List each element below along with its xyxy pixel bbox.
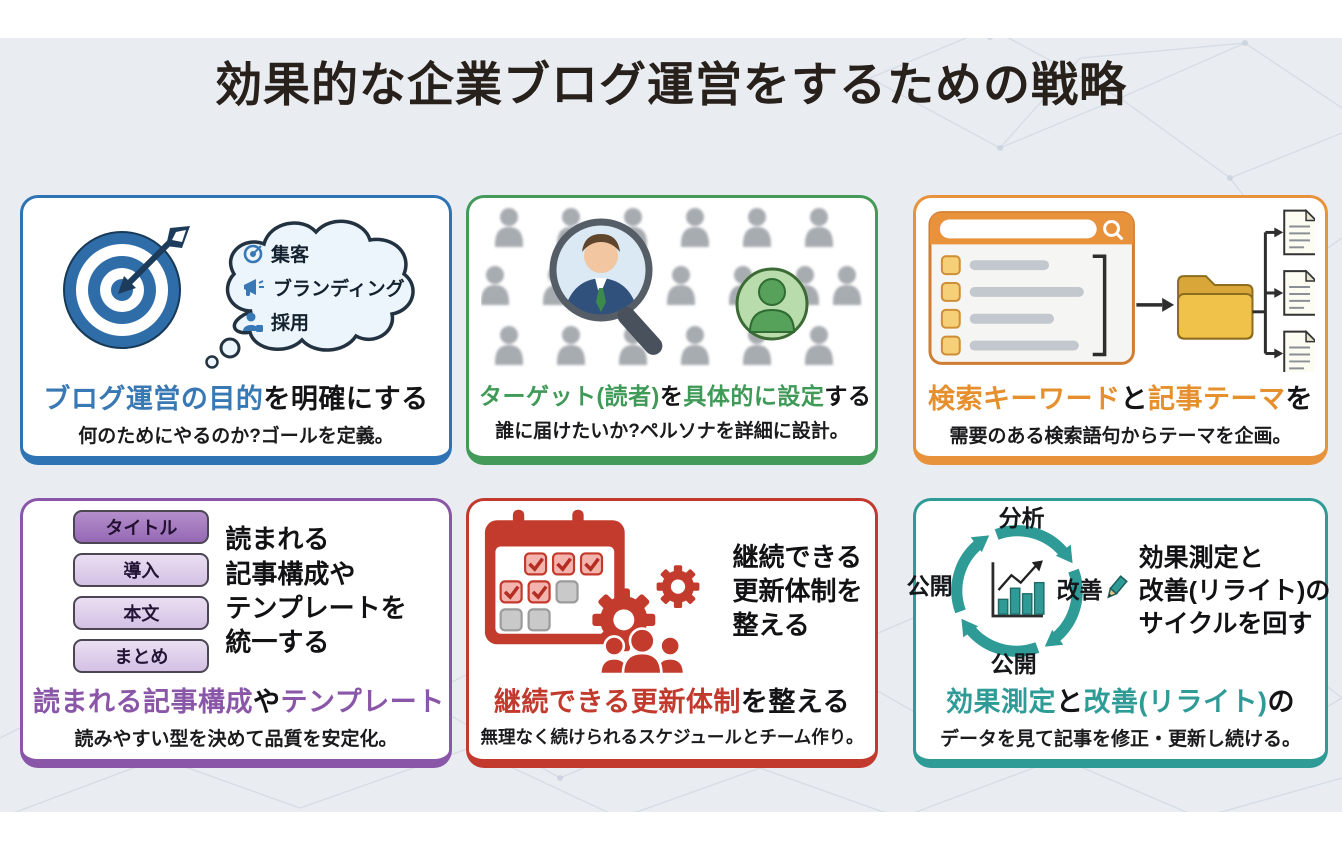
branch-arrows [1252, 230, 1276, 355]
magnifier-persona-icon [549, 218, 663, 355]
headline-segment: と [1056, 687, 1084, 717]
thought-bubble: 集客 ブランディング [204, 208, 415, 369]
bubble-goal-attract: 集客 [242, 240, 405, 267]
highlighted-person-icon [735, 267, 809, 341]
headline-accent-segment: 改善(リライト) [1083, 687, 1268, 717]
headline-segment: と [1120, 384, 1148, 414]
headline-segment: する [824, 383, 872, 409]
card-headline: 効果測定と改善(リライト)の [926, 680, 1315, 719]
headline-segment: を [659, 383, 684, 409]
cycle-label-analyze: 分析 [998, 505, 1045, 531]
search-list-panel-icon [928, 211, 1135, 365]
megaphone-icon [244, 278, 264, 296]
headline-segment: を整える [740, 687, 851, 717]
search-keywords-illustration [926, 204, 1315, 372]
card-subtitle: 読みやすい型を決めて品質を安定化。 [74, 729, 398, 750]
bubble-goal-recruit: 採用 [242, 308, 405, 335]
card-blog-purpose: 集客 ブランディング [20, 195, 452, 465]
headline-accent-segment: 検索キーワード [928, 384, 1121, 414]
card-side-heading: 継続できる 更新体制を 整える [732, 540, 862, 643]
headline-segment: や [253, 687, 281, 717]
card-update-system: 継続できる 更新体制を 整える 継続できる更新体制を整える 無理なく続けられるス… [466, 498, 878, 768]
folder-icon [1177, 275, 1254, 340]
side-heading-line: 統一する [225, 627, 330, 658]
side-heading-line: サイクルを回す [1138, 609, 1313, 638]
card-side-heading: 効果測定と 改善(リライト)の サイクルを回す [1139, 542, 1331, 641]
bubble-goal-label: 採用 [271, 313, 310, 334]
card-subtitle: 誰に届けたいか?ペルソナを詳細に設計。 [495, 421, 849, 442]
side-heading-line: 継続できる [732, 541, 862, 572]
blog-purpose-illustration: 集客 ブランディング [33, 204, 439, 372]
headline-segment: の [1267, 687, 1295, 717]
target-dartboard-icon [63, 226, 190, 349]
growth-chart-icon [991, 560, 1045, 618]
card-subtitle: データを見て記事を修正・更新し続ける。 [939, 729, 1301, 750]
card-search-keywords: 検索キーワードと記事テーマを 需要のある検索語句からテーマを企画。 [913, 195, 1328, 465]
headline-accent-segment: テンプレート [280, 687, 445, 717]
team-people-icon [599, 627, 686, 674]
keyword-to-articles-diagram [928, 208, 1315, 372]
card-subtitle: 何のためにやるのか?ゴールを定義。 [78, 426, 394, 447]
card-headline: 検索キーワードと記事テーマを [926, 377, 1315, 416]
bubble-goal-list: 集客 ブランディング [242, 240, 405, 335]
target-icon [243, 244, 263, 263]
headline-accent-segment: 読まれる記事構成 [33, 687, 253, 717]
card-article-template: タイトル 導入 本文 まとめ 読まれる 記事構成や テンプレートを 統一する 読… [20, 498, 452, 768]
side-heading-line: 読まれる [225, 524, 330, 555]
card-headline: 読まれる記事構成やテンプレート [33, 680, 444, 719]
crowd-search-illustration [481, 208, 861, 365]
structure-box-summary: まとめ [73, 638, 210, 673]
pdca-cycle-diagram: 分析 公開 改善 公開 [907, 503, 1128, 679]
card-headline: 継続できる更新体制を整える [479, 680, 865, 719]
thought-bubble-cloud [205, 219, 415, 369]
card-headline: ブログ運営の目的を明確にする [33, 377, 439, 416]
side-heading-line: 効果測定と [1138, 543, 1264, 572]
article-template-illustration: タイトル 導入 本文 まとめ 読まれる 記事構成や テンプレートを 統一する [33, 507, 439, 675]
cycle-arrows [911, 503, 1123, 679]
headline-segment: を [1285, 384, 1313, 414]
calendar-team-icon [485, 509, 700, 674]
bubble-goal-label: ブランディング [273, 279, 405, 300]
card-side-heading: 読まれる 記事構成や テンプレートを 統一する [225, 522, 406, 659]
measure-improve-illustration: 分析 公開 改善 公開 効果測定と 改善(リライト)の サイクルを回す [907, 505, 1331, 677]
update-system-illustration: 継続できる 更新体制を 整える [479, 507, 865, 675]
card-target-reader: ターゲット(読者)を具体的に設定する 誰に届けたいか?ペルソナを詳細に設計。 [466, 195, 878, 465]
cycle-label-improve: 改善 [1057, 571, 1129, 605]
pencil-icon [1106, 575, 1128, 599]
article-structure-boxes: タイトル 導入 本文 まとめ [73, 505, 210, 677]
structure-box-body: 本文 [73, 595, 210, 630]
side-heading-line: 整える [732, 610, 810, 641]
side-heading-line: 記事構成や [225, 558, 356, 589]
headline-segment: を明確にする [263, 384, 429, 414]
target-reader-illustration [479, 204, 865, 372]
cycle-label-publish-left: 公開 [906, 573, 953, 599]
bubble-goal-label: 集客 [271, 245, 310, 266]
headline-accent-segment: ブログ運営の目的 [43, 384, 264, 414]
headline-accent-segment: 具体的に設定 [683, 383, 825, 409]
card-measure-improve: 分析 公開 改善 公開 効果測定と 改善(リライト)の サイクルを回す 効果測定… [907, 498, 1331, 768]
cycle-label-publish-bottom: 公開 [990, 651, 1037, 677]
side-heading-line: 改善(リライト)の [1138, 576, 1331, 605]
headline-accent-segment: 効果測定 [946, 687, 1056, 717]
card-headline: ターゲット(読者)を具体的に設定する [479, 377, 871, 411]
headline-accent-segment: ターゲット(読者) [479, 383, 660, 409]
page-title: 効果的な企業ブログ運営をするための戦略 [215, 58, 1127, 111]
side-heading-line: 更新体制を [732, 575, 863, 606]
structure-box-title: タイトル [73, 509, 210, 544]
cycle-label-text: 改善 [1056, 577, 1103, 603]
headline-accent-segment: 記事テーマ [1148, 384, 1286, 414]
card-subtitle: 需要のある検索語句からテーマを企画。 [949, 426, 1292, 447]
person-icon [243, 312, 263, 332]
card-subtitle: 無理なく続けられるスケジュールとチーム作り。 [480, 727, 864, 747]
bubble-goal-branding: ブランディング [242, 274, 405, 301]
article-document-icons [1283, 208, 1315, 372]
calendar-checkboxes [500, 552, 604, 632]
structure-box-intro: 導入 [73, 552, 210, 587]
headline-accent-segment: 継続できる更新体制 [493, 687, 741, 717]
side-heading-line: テンプレートを [225, 593, 407, 623]
